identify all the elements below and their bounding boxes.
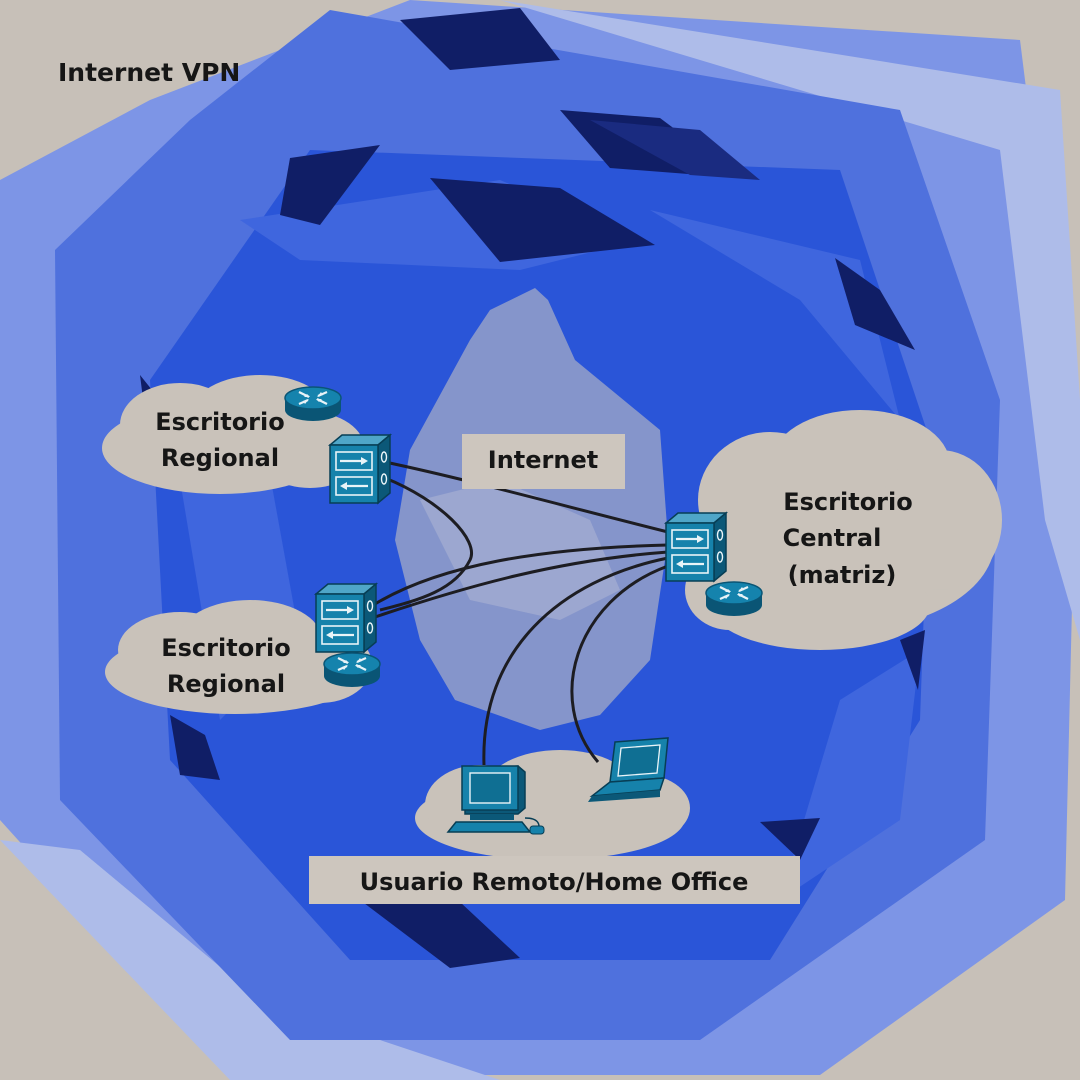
regional-top-label-line1: Escritorio: [155, 408, 284, 436]
link-regional-top-central: [384, 460, 669, 534]
link-regional-bottom-central: [374, 543, 669, 606]
internet-label-box: [462, 434, 625, 489]
link-central-laptop: [570, 564, 669, 763]
firewall-central-icon: [664, 511, 728, 583]
link-regional-top-regional-bottom: [379, 476, 473, 612]
diagram-title: Internet VPN: [58, 58, 240, 87]
remote-label: Usuario Remoto/Home Office: [360, 868, 749, 896]
central-label-line1: Escritorio: [783, 488, 912, 516]
internet-label: Internet: [488, 446, 598, 474]
firewall-regional-bottom-icon: [314, 582, 378, 654]
desktop-computer-icon: [446, 765, 545, 835]
central-label-line2: Central: [783, 524, 882, 552]
link-central-desktop: [482, 556, 669, 766]
cloud-central: [685, 410, 1002, 650]
regional-bottom-label-line1: Escritorio: [161, 634, 290, 662]
regional-top-label-line2: Regional: [161, 444, 279, 472]
remote-label-box: [309, 856, 800, 904]
link-regional-bottom-central-2: [371, 550, 669, 620]
firewall-regional-top-icon: [328, 433, 392, 505]
regional-bottom-label-line2: Regional: [167, 670, 285, 698]
laptop-icon: [588, 737, 669, 802]
router-regional-top-icon: [283, 385, 343, 423]
router-regional-bottom-icon: [322, 651, 382, 689]
central-label-line3: (matriz): [788, 561, 897, 589]
router-central-icon: [704, 580, 764, 618]
vpn-links: [371, 460, 669, 766]
cloud-regional-top: [102, 375, 365, 494]
